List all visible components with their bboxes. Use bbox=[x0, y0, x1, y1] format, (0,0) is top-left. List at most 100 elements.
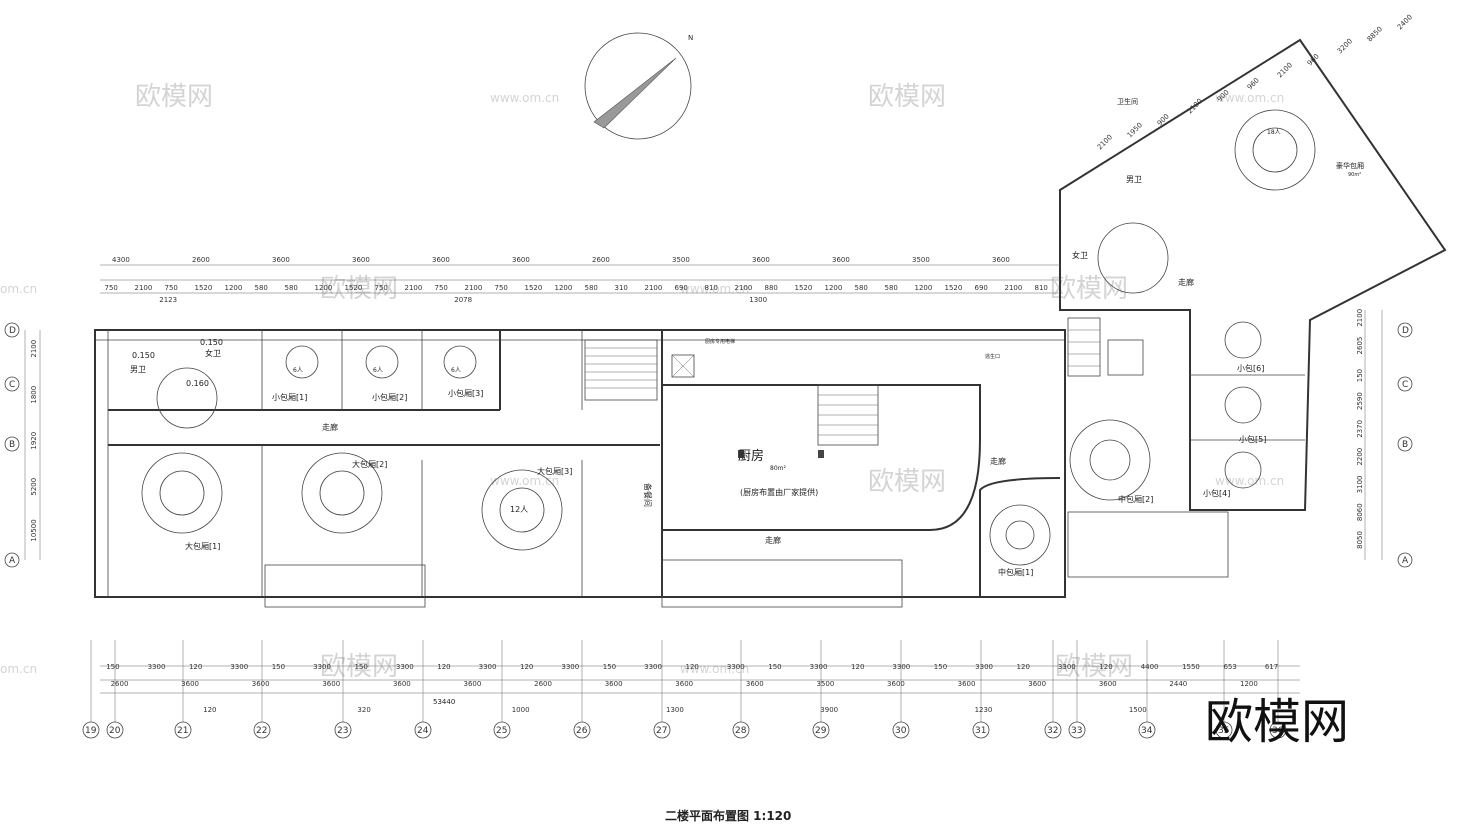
rotunda bbox=[1097, 222, 1169, 294]
dim-bottom-a: 150 bbox=[354, 663, 367, 671]
dim-bottom-a: 150 bbox=[768, 663, 781, 671]
north-label: N bbox=[688, 34, 693, 42]
grid-col-bubble bbox=[1044, 721, 1062, 739]
dim-top-a: 3600 bbox=[352, 256, 370, 264]
dim-bottom-a: 3300 bbox=[644, 663, 662, 671]
grid-col-label: 36 bbox=[1272, 726, 1284, 736]
grid-row-label: A bbox=[9, 556, 16, 566]
dim-top-b: 2100 bbox=[405, 284, 423, 292]
dim-bottom-a: 3300 bbox=[810, 663, 828, 671]
dim-bottom-a: 150 bbox=[272, 663, 285, 671]
dim-luxury: 1950 bbox=[1126, 121, 1144, 139]
grid-col-bubble bbox=[82, 721, 100, 739]
table-mid-1 bbox=[989, 504, 1051, 566]
label-kitchen-area: 80m² bbox=[770, 465, 786, 472]
dim-bottom-b: 1200 bbox=[1240, 680, 1258, 688]
dim-left: 1920 bbox=[30, 432, 38, 450]
label-corridor-4: 走廊 bbox=[1178, 277, 1194, 287]
label-table-small-1: 6人 bbox=[293, 367, 303, 374]
dim-top-b: 310 bbox=[615, 284, 628, 292]
dim-bottom-a: 3300 bbox=[561, 663, 579, 671]
dim-misc: 3900 bbox=[820, 706, 838, 714]
dim-bottom-b: 2600 bbox=[111, 680, 129, 688]
dim-top-c: 2123 bbox=[159, 296, 177, 304]
label-level-a: 0.150 bbox=[132, 351, 155, 360]
dim-top-a: 2600 bbox=[592, 256, 610, 264]
dim-bottom-a: 120 bbox=[1099, 663, 1112, 671]
grid-col-label: 19 bbox=[85, 726, 97, 736]
dim-bottom-a: 120 bbox=[189, 663, 202, 671]
watermark-1: 欧模网 bbox=[135, 82, 213, 112]
dim-luxury: 2100 bbox=[1186, 97, 1204, 115]
dim-bottom-a: 3300 bbox=[479, 663, 497, 671]
grid-col-bubble bbox=[1269, 721, 1287, 739]
dim-top-a: 2600 bbox=[192, 256, 210, 264]
dim-top-b: 810 bbox=[705, 284, 718, 292]
grid-col-label: 28 bbox=[735, 726, 747, 736]
watermark-url-1: www.om.cn bbox=[490, 91, 559, 105]
dim-top-b: 2100 bbox=[465, 284, 483, 292]
dim-right: 8060 bbox=[1356, 503, 1364, 521]
drawing-title: 二楼平面布置图 1:120 bbox=[665, 808, 791, 823]
dim-top-b: 750 bbox=[435, 284, 448, 292]
dim-top-b: 1200 bbox=[915, 284, 933, 292]
table-large-1 bbox=[141, 452, 223, 534]
label-mid-2: 中包厢[2] bbox=[1118, 494, 1153, 504]
dim-bottom-a: 3300 bbox=[1058, 663, 1076, 671]
label-exit: 逃生口 bbox=[985, 353, 1000, 360]
watermark-url-8: www.om.cn bbox=[680, 662, 749, 676]
dim-top-b: 750 bbox=[165, 284, 178, 292]
dim-bottom-b: 3600 bbox=[675, 680, 693, 688]
dim-bottom-a: 1550 bbox=[1182, 663, 1200, 671]
dim-bottom-b: 3600 bbox=[958, 680, 976, 688]
dim-top-b: 690 bbox=[675, 284, 688, 292]
dim-top-a: 3500 bbox=[672, 256, 690, 264]
dim-luxury: 8850 bbox=[1366, 25, 1384, 43]
dim-luxury: 2100 bbox=[1096, 133, 1114, 151]
dim-bottom-b: 3600 bbox=[1028, 680, 1046, 688]
grid-row-label: B bbox=[9, 440, 15, 450]
label-kitchen: 厨房 bbox=[738, 448, 764, 464]
grid-row-label: B bbox=[1402, 440, 1408, 450]
table-small-3 bbox=[443, 345, 477, 379]
dim-bottom-b: 2440 bbox=[1169, 680, 1187, 688]
dim-top-a: 3600 bbox=[992, 256, 1010, 264]
dim-bottom-a: 3300 bbox=[313, 663, 331, 671]
label-s6: 小包[6] bbox=[1237, 363, 1264, 373]
grid-row-bubble bbox=[1397, 322, 1413, 338]
label-table-small-2: 6人 bbox=[373, 367, 383, 374]
dim-top-a: 3600 bbox=[272, 256, 290, 264]
dim-misc: 1500 bbox=[1129, 706, 1147, 714]
grid-col-bubble bbox=[414, 721, 432, 739]
dim-bottom-a: 653 bbox=[1223, 663, 1236, 671]
main-building bbox=[94, 329, 1229, 608]
dim-total: 53440 bbox=[433, 698, 455, 706]
dim-top-b: 750 bbox=[495, 284, 508, 292]
dim-left: 5200 bbox=[30, 478, 38, 496]
grid-row-bubble bbox=[1397, 436, 1413, 452]
dim-right: 2590 bbox=[1356, 392, 1364, 410]
grid-col-bubble bbox=[732, 721, 750, 739]
dim-luxury: 2100 bbox=[1276, 61, 1294, 79]
dim-bottom-b: 3500 bbox=[816, 680, 834, 688]
dim-top-b: 1520 bbox=[945, 284, 963, 292]
dim-bottom-a: 3300 bbox=[975, 663, 993, 671]
label-wc: 卫生间 bbox=[1117, 97, 1138, 106]
grid-row-label: A bbox=[1402, 556, 1409, 566]
dim-bottom-a: 120 bbox=[851, 663, 864, 671]
label-corridor-3: 走廊 bbox=[990, 456, 1006, 466]
grid-row-bubble bbox=[1397, 552, 1413, 568]
table-s5 bbox=[1224, 386, 1262, 424]
north-arrow: N bbox=[584, 32, 693, 140]
dim-bottom-a: 120 bbox=[520, 663, 533, 671]
watermark-url-5: www.om.cn bbox=[490, 474, 559, 488]
dim-bottom-a: 150 bbox=[934, 663, 947, 671]
dim-right: 2100 bbox=[1356, 309, 1364, 327]
dim-top-a: 3600 bbox=[432, 256, 450, 264]
watermark-7: 欧模网 bbox=[1055, 652, 1133, 682]
stair-kitchen bbox=[817, 384, 879, 446]
dim-bottom-a: 120 bbox=[1017, 663, 1030, 671]
dim-top-b: 580 bbox=[585, 284, 598, 292]
